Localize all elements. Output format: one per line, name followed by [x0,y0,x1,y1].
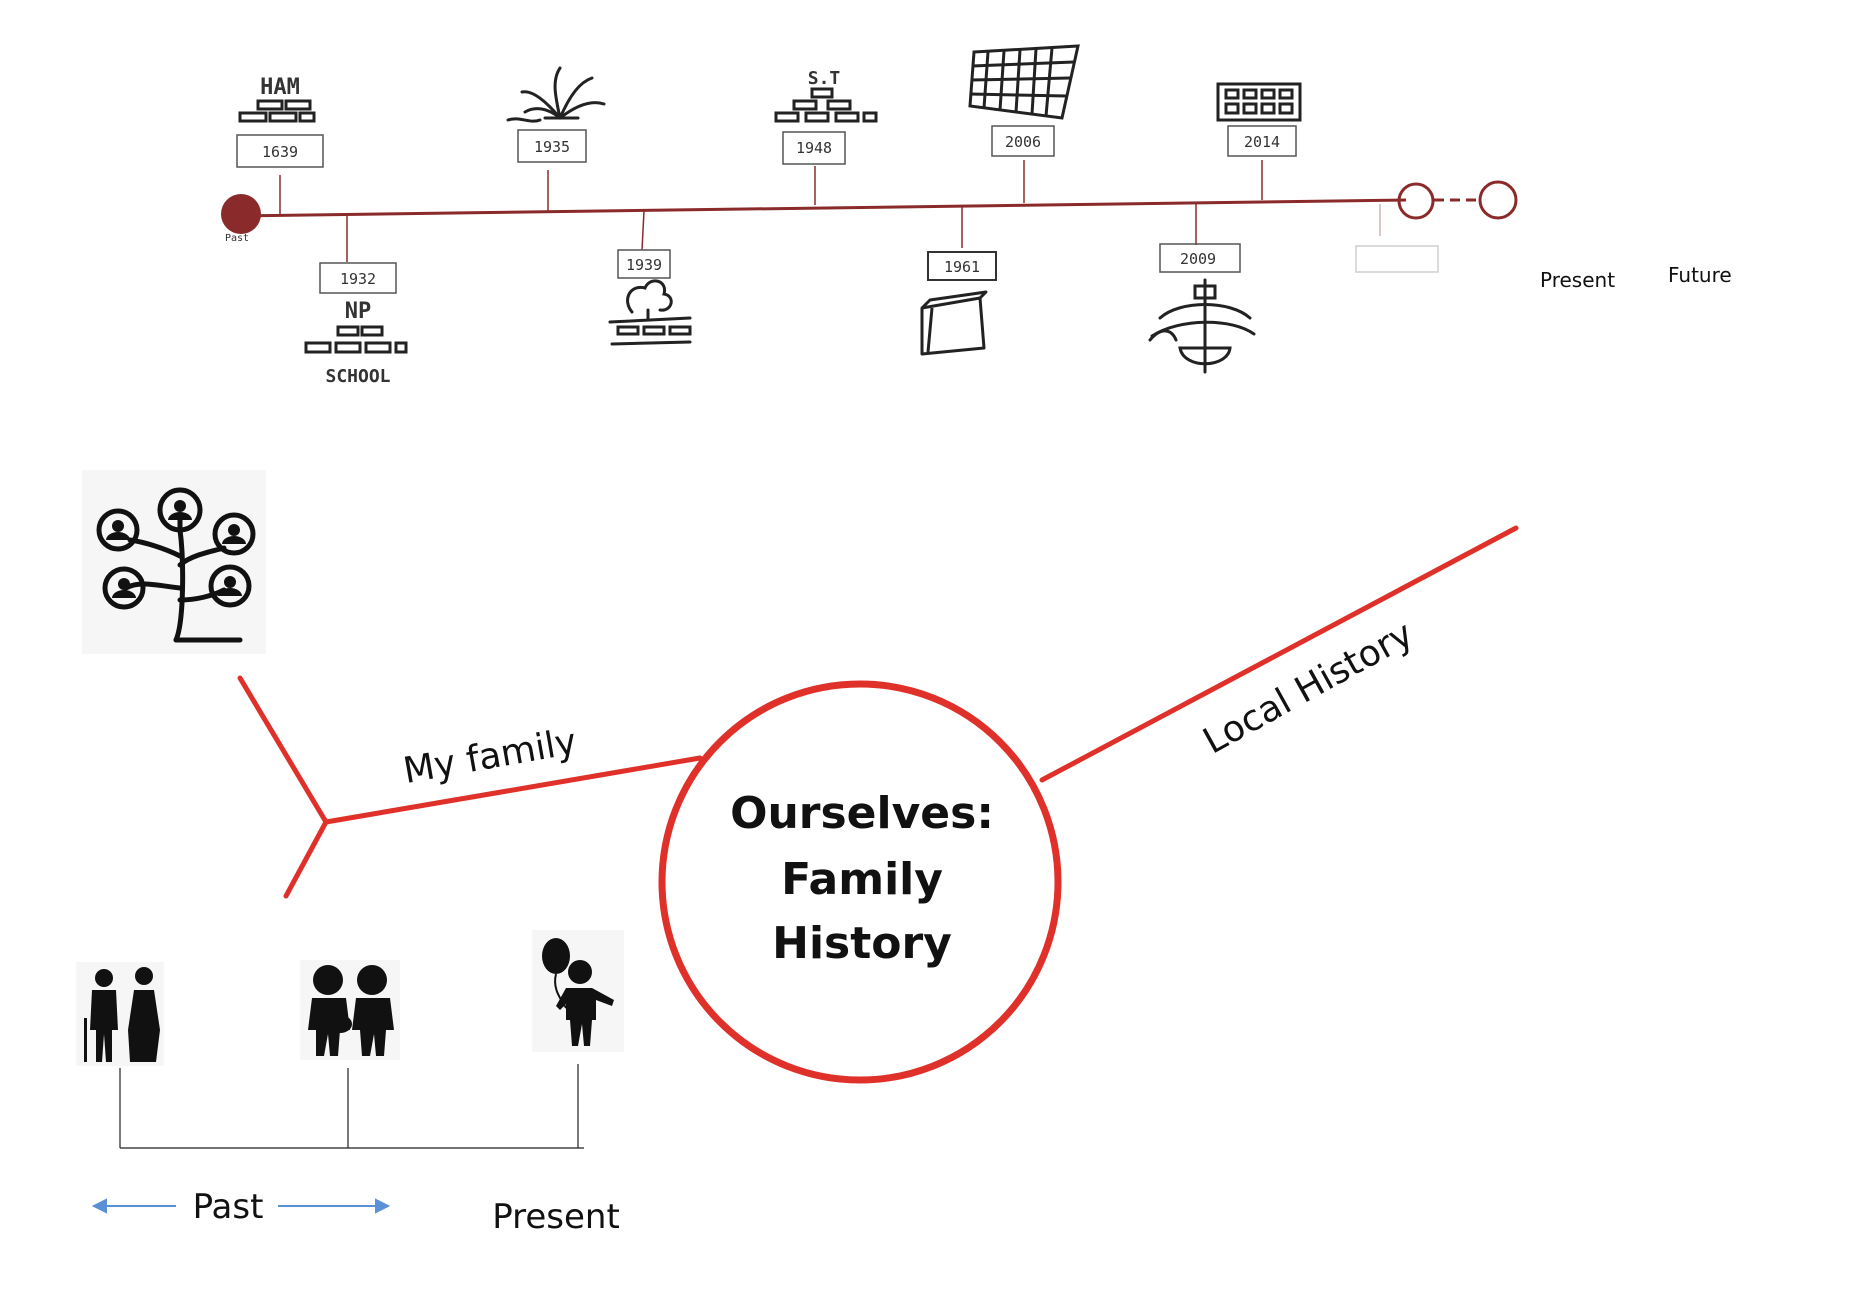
year-box [782,131,846,165]
arrow-left-icon [91,1198,107,1214]
central-topic-line-3: History [772,918,952,969]
event-name: NP [345,299,372,324]
family-figures-icon [300,960,400,1060]
grid-building-icon [968,44,1080,120]
event-year: 1932 [340,270,376,288]
elderly-couple-icon [76,962,164,1066]
child-balloon-icon [532,930,624,1052]
branch-lines [237,525,1519,899]
year-box [991,125,1055,157]
bricks-icon [774,87,878,123]
event-1948: 1948 S.T [774,68,878,205]
school-bricks-icon [304,325,408,354]
event-year: 2009 [1180,250,1216,268]
tree-landscape-icon [608,279,692,346]
past-label: Past [193,1187,264,1227]
event-caption: SCHOOL [325,366,390,387]
year-box [236,134,324,168]
family-tree-icon [82,470,266,654]
future-circle-marker [1478,180,1518,220]
mind-map: My family Local History Ourselves: Famil… [82,470,1519,1084]
bricks-icon [238,99,316,123]
building-icon [1216,82,1302,122]
event-1961: 1961 [920,205,997,356]
faded-present-marker [1355,204,1439,273]
past-arrows [91,1198,391,1214]
book-icon [920,290,988,356]
central-topic-line-2: Family [781,854,943,905]
event-year: 1639 [262,143,298,161]
event-year: 2014 [1244,133,1280,151]
central-topic-line-1: Ourselves: [730,788,994,839]
future-label: Future [1668,263,1732,287]
event-1639: 1639 HAM [236,75,324,215]
event-year: 1948 [796,139,832,157]
event-1935: 1935 [506,66,606,212]
event-name: S.T [808,68,841,89]
present-label-family: Present [492,1197,620,1237]
year-box [927,251,997,281]
event-1939: 1939 [608,210,692,346]
event-year: 1939 [626,256,662,274]
timeline-axis [237,198,1407,218]
year-box [617,249,671,279]
event-year: 1961 [944,258,980,276]
ship-icon [1148,278,1256,374]
generations-timeline: Past Present [76,930,624,1237]
event-2009: 2009 [1148,202,1256,374]
event-year: 1935 [534,138,570,156]
event-2014: 2014 [1216,82,1302,200]
fountain-icon [506,66,606,123]
event-year: 2006 [1005,133,1041,151]
past-dot-label: Past [225,233,249,244]
event-2006: 2006 [968,44,1080,203]
year-box [1227,125,1297,157]
year-box [1159,243,1241,273]
arrow-right-icon [375,1198,391,1214]
event-1932: 1932 NP SCHOOL [304,216,408,387]
generations-axis [119,1064,584,1149]
present-label: Present [1540,268,1615,292]
central-topic-circle [658,680,1062,1084]
event-name: HAM [260,75,300,100]
past-dot [221,194,261,234]
present-circle-marker [1397,182,1435,220]
event-connector [641,210,645,251]
year-box [319,262,397,294]
year-box [517,129,587,163]
top-timeline: Past Present Future 1639 HAM 1932 NP [221,44,1732,387]
